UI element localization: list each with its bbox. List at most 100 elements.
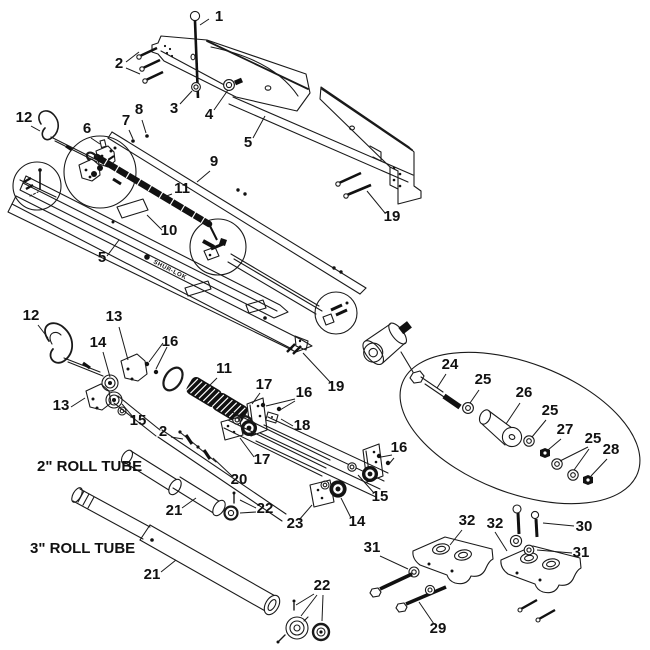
callout-21: 21 (166, 502, 183, 519)
nut-16a2-icon (153, 369, 159, 375)
callout-5b: 5 (98, 249, 106, 266)
pull-rods (227, 253, 323, 315)
washer-25b-icon (523, 435, 535, 447)
bolt-4-icon (223, 77, 243, 91)
callout-32b: 32 (487, 515, 504, 532)
center-assembly (44, 322, 391, 522)
callout-5: 5 (244, 134, 252, 151)
callout-10: 10 (161, 222, 178, 239)
bolt-24-icon (409, 370, 462, 410)
callout-17: 17 (256, 376, 273, 393)
callout-11: 11 (174, 180, 190, 197)
callout-8: 8 (135, 101, 143, 118)
callout-13: 13 (106, 308, 123, 325)
bolts-30-icon (512, 504, 540, 538)
callout-9: 9 (210, 153, 218, 170)
callout-31b: 31 (573, 544, 590, 561)
callout-17b: 17 (254, 451, 271, 468)
nut-3-icon (191, 82, 201, 92)
nut-8-icon (145, 134, 149, 138)
screw-7-icon (131, 139, 135, 143)
spool-26-icon (478, 409, 523, 448)
spring-11-upper-icon (85, 151, 218, 241)
callout-2b: 2 (159, 423, 167, 440)
clamp-block-32 (412, 536, 494, 585)
bracket-13-plates (85, 353, 148, 411)
pins-19-lower-icon (286, 343, 302, 355)
callout-22: 22 (257, 500, 274, 517)
callout-16: 16 (162, 333, 179, 350)
callout-22b: 22 (314, 577, 331, 594)
nut-27-icon (540, 448, 550, 458)
callout-19: 19 (384, 208, 401, 225)
callout-32: 32 (459, 512, 476, 529)
arm-5-channel-end (319, 86, 422, 205)
roll-tube-2in-icon (120, 449, 226, 517)
upper-arm-assembly (136, 10, 422, 205)
callout-14: 14 (90, 334, 107, 351)
detail-circle-arm-end (12, 161, 62, 211)
callout-15b: 15 (372, 488, 389, 505)
callout-1: 1 (215, 8, 223, 25)
pulley-15-icon (105, 391, 127, 416)
callout-24: 24 (442, 356, 459, 373)
detail-circle-anchor (63, 135, 137, 209)
washers-31-icon (408, 534, 535, 578)
callout-23: 23 (287, 515, 304, 532)
callout-19b: 19 (328, 378, 345, 395)
callout-3: 3 (170, 100, 178, 117)
callout-25: 25 (475, 371, 492, 388)
callout-28: 28 (603, 441, 620, 458)
label-2in-roll-tube: 2" ROLL TUBE (37, 458, 142, 475)
callout-12: 12 (16, 109, 33, 126)
bolts-19-icon (335, 171, 372, 199)
callout-12b: 12 (23, 307, 40, 324)
nut-16a-icon (144, 361, 150, 367)
callout-20: 20 (231, 471, 248, 488)
washer-25-icon (462, 402, 474, 414)
nut-28-icon (583, 475, 593, 485)
callout-16b: 16 (296, 384, 313, 401)
screw-22a-icon (223, 491, 239, 521)
middle-arm-assembly: SHUR-LOK (7, 110, 367, 355)
callout-31: 31 (364, 539, 381, 556)
callout-25b: 25 (542, 402, 559, 419)
callout-2: 2 (115, 55, 123, 72)
callout-21b: 21 (144, 566, 161, 583)
bolts-2-icon (136, 46, 164, 84)
callout-16c: 16 (391, 439, 408, 456)
label-3in-roll-tube: 3" ROLL TUBE (30, 540, 135, 557)
callout-26: 26 (516, 384, 533, 401)
detail-circle-rod-end (314, 291, 358, 335)
leader-lines (30, 18, 608, 625)
pulley-14-icon (101, 374, 119, 392)
callout-11b: 11 (216, 360, 232, 377)
cap-22b-icon (276, 599, 331, 644)
hardware-detail-ellipse (399, 351, 641, 505)
detail-circle-spring-end (189, 218, 247, 276)
bolt-2-icon (178, 430, 198, 447)
callout-14b: 14 (349, 513, 366, 530)
roller-assembly (362, 321, 414, 373)
bracket-15-icon (347, 443, 391, 483)
clamp-assembly (369, 504, 582, 623)
callout-labels: 1 2 3 4 5 6 7 8 9 10 11 12 19 5 12 13 14… (16, 8, 620, 637)
plate-17b-icon (220, 416, 244, 441)
pin-6-icon (99, 139, 107, 149)
arm-9-bar (107, 131, 367, 295)
callout-7: 7 (122, 112, 130, 129)
bolt-20-icon (196, 445, 217, 463)
callout-18: 18 (294, 417, 311, 434)
callout-30: 30 (576, 518, 593, 535)
callout-13b: 13 (53, 397, 70, 414)
arm-5-upper-bar (228, 96, 414, 183)
callout-15: 15 (130, 412, 147, 429)
roll-tube-3in-icon (71, 487, 281, 616)
arm-5-middle-bar (19, 175, 289, 319)
label-plate-10 (116, 198, 149, 219)
callout-29: 29 (430, 620, 447, 637)
bolts-29-icon (369, 572, 556, 623)
callout-27: 27 (557, 421, 574, 438)
